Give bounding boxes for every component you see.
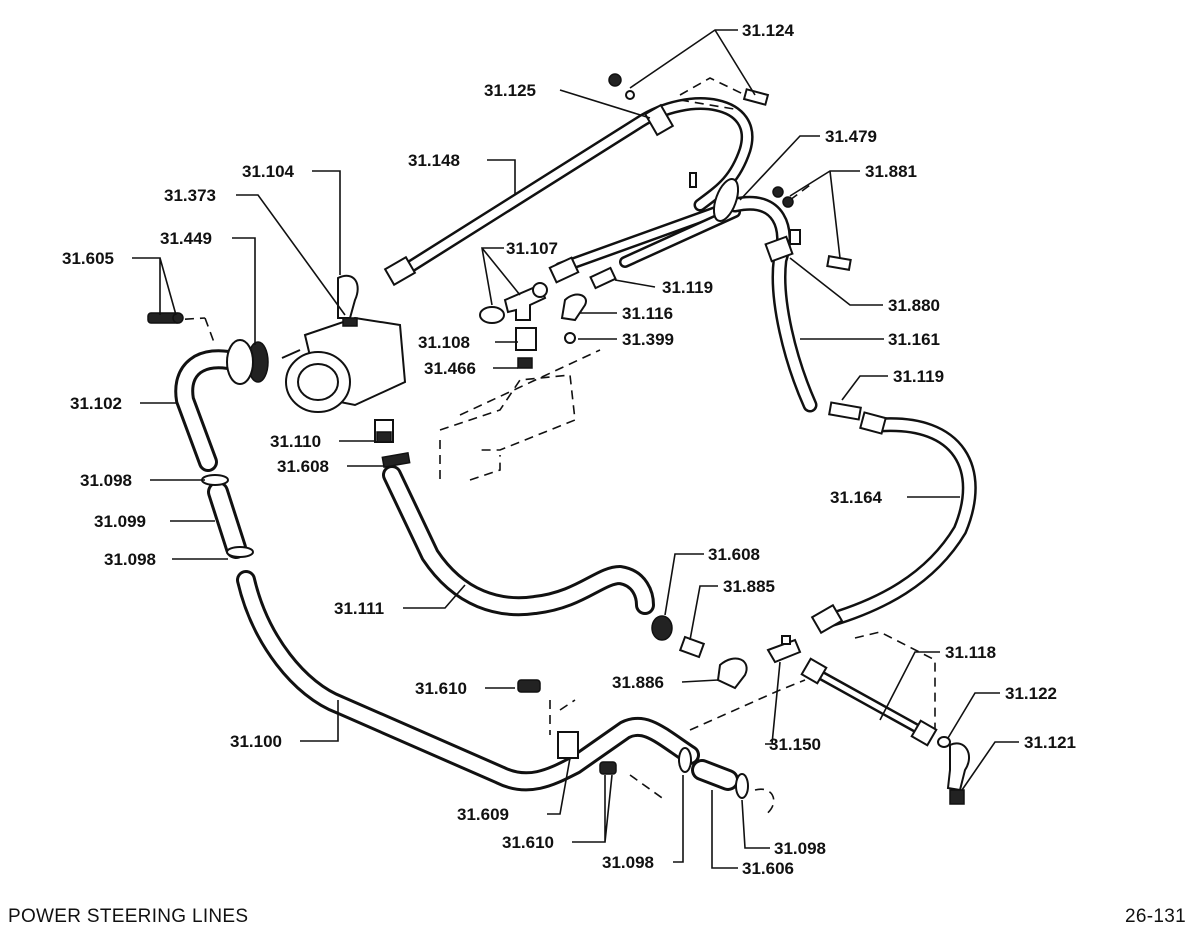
label-31-609: 31.609 <box>457 805 509 824</box>
label-31-121: 31.121 <box>1024 733 1076 752</box>
label-31-449: 31.449 <box>160 229 212 248</box>
label-31-125: 31.125 <box>484 81 536 100</box>
fittings <box>147 73 970 816</box>
label-31-608-lower: 31.608 <box>708 545 760 564</box>
line-31-479 <box>554 199 741 274</box>
label-31-116: 31.116 <box>622 304 673 323</box>
tube-31-100 <box>236 570 700 792</box>
label-31-164: 31.164 <box>830 488 883 507</box>
label-31-104: 31.104 <box>242 162 295 181</box>
label-31-099: 31.099 <box>94 512 146 531</box>
label-31-886: 31.886 <box>612 673 664 692</box>
label-31-479: 31.479 <box>825 127 877 146</box>
label-31-100: 31.100 <box>230 732 282 751</box>
diagram-title: POWER STEERING LINES <box>8 906 249 927</box>
label-31-119-upper: 31.119 <box>662 278 713 297</box>
label-31-610-upper: 31.610 <box>415 679 467 698</box>
label-31-606: 31.606 <box>742 859 794 878</box>
hose-31-161 <box>727 195 818 413</box>
label-31-108: 31.108 <box>418 333 470 352</box>
label-31-110: 31.110 <box>270 432 321 451</box>
tube-31-102 <box>174 349 248 472</box>
page-number: 26-131 <box>1125 906 1186 927</box>
label-31-466: 31.466 <box>424 359 476 378</box>
callout-labels: 31.124 31.125 31.479 31.881 31.148 31.10… <box>62 21 1076 878</box>
phantom-lines <box>169 77 936 801</box>
label-31-605: 31.605 <box>62 249 114 268</box>
label-31-124: 31.124 <box>742 21 795 40</box>
label-31-098-a: 31.098 <box>80 471 132 490</box>
label-31-608-upper: 31.608 <box>277 457 329 476</box>
hose-31-164 <box>822 417 977 628</box>
pump-body <box>281 316 407 413</box>
leader-lines <box>132 29 1019 869</box>
label-31-880: 31.880 <box>888 296 940 315</box>
label-31-161: 31.161 <box>888 330 940 349</box>
label-31-107: 31.107 <box>506 239 558 258</box>
label-31-098-b: 31.098 <box>104 550 156 569</box>
label-31-119-lower: 31.119 <box>893 367 944 386</box>
label-31-399: 31.399 <box>622 330 674 349</box>
label-31-098-c: 31.098 <box>602 853 654 872</box>
label-31-111: 31.111 <box>334 599 384 618</box>
hose-31-111 <box>382 465 655 617</box>
label-31-122: 31.122 <box>1005 684 1057 703</box>
label-31-610-lower: 31.610 <box>502 833 554 852</box>
hose-31-606 <box>691 759 739 791</box>
label-31-148: 31.148 <box>408 151 460 170</box>
label-31-881: 31.881 <box>865 162 917 181</box>
label-31-102: 31.102 <box>70 394 122 413</box>
line-31-118 <box>810 667 930 738</box>
label-31-150: 31.150 <box>769 735 821 754</box>
label-31-373: 31.373 <box>164 186 216 205</box>
hose-31-099 <box>207 481 247 559</box>
label-31-118: 31.118 <box>945 643 996 662</box>
label-31-098-d: 31.098 <box>774 839 826 858</box>
label-31-885: 31.885 <box>723 577 775 596</box>
